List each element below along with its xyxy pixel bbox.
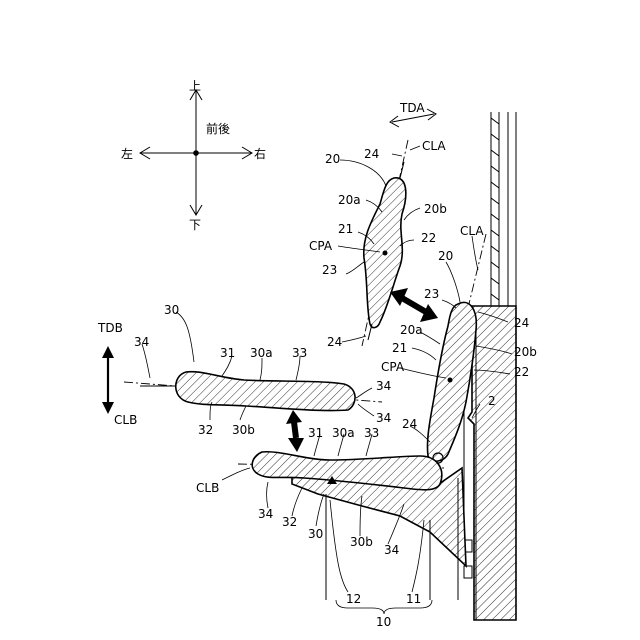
- compass-left-label: 左: [121, 146, 133, 161]
- label-34-right-b: 34: [376, 411, 391, 425]
- label-cla-mid: CLA: [460, 224, 484, 238]
- label-24-bottom-top: 24: [327, 335, 342, 349]
- compass-right-label: 右: [254, 146, 266, 161]
- label-24-top: 24: [364, 147, 379, 161]
- backrest-upper: [362, 140, 408, 346]
- label-tdb: TDB: [97, 321, 123, 335]
- label-31-bottom: 31: [308, 426, 323, 440]
- label-30a-left: 30a: [250, 346, 273, 360]
- label-21-mid: 21: [392, 341, 407, 355]
- label-22-mid: 22: [514, 365, 529, 379]
- label-20a-mid: 20a: [400, 323, 423, 337]
- label-32-left: 32: [198, 423, 213, 437]
- label-22-top: 22: [421, 231, 436, 245]
- label-20-mid: 20: [438, 249, 453, 263]
- label-34-bottom-left: 34: [258, 507, 273, 521]
- label-21-top: 21: [338, 222, 353, 236]
- label-30b-bottom: 30b: [350, 535, 373, 549]
- label-2: 2: [488, 394, 496, 408]
- compass-down-label: 下: [189, 218, 201, 232]
- label-clb-bottom: CLB: [196, 481, 219, 495]
- compass-up-label: 上: [189, 79, 201, 93]
- label-24-right: 24: [514, 316, 529, 330]
- label-31-left: 31: [220, 346, 235, 360]
- label-20b-top: 20b: [424, 202, 447, 216]
- label-30-bottom: 30: [308, 527, 323, 541]
- label-33-left: 33: [292, 346, 307, 360]
- label-20-top: 20: [325, 152, 340, 166]
- label-23-top: 23: [322, 263, 337, 277]
- label-33-bottom: 33: [364, 426, 379, 440]
- label-20b-mid: 20b: [514, 345, 537, 359]
- label-tda: TDA: [399, 101, 425, 115]
- compass-center-label: 前後: [206, 121, 230, 136]
- label-cpa-mid: CPA: [381, 360, 405, 374]
- label-30b-left: 30b: [232, 423, 255, 437]
- label-24-mid: 24: [402, 417, 417, 431]
- label-12: 12: [346, 592, 361, 606]
- seat-cushion-floating: [124, 372, 382, 411]
- label-cpa-top: CPA: [309, 239, 333, 253]
- label-cla-top: CLA: [422, 139, 446, 153]
- label-34-bottom-right: 34: [384, 543, 399, 557]
- label-32-bottom: 32: [282, 515, 297, 529]
- label-11: 11: [406, 592, 421, 606]
- label-23-mid: 23: [424, 287, 439, 301]
- label-clb-left: CLB: [114, 413, 137, 427]
- label-30a-bottom: 30a: [332, 426, 355, 440]
- label-20a-top: 20a: [338, 193, 361, 207]
- label-10: 10: [376, 615, 391, 629]
- label-34-left: 34: [134, 335, 149, 349]
- label-30-left: 30: [164, 303, 179, 317]
- direction-compass: 上 下 左 右 前後: [121, 79, 266, 232]
- label-34-right-a: 34: [376, 379, 391, 393]
